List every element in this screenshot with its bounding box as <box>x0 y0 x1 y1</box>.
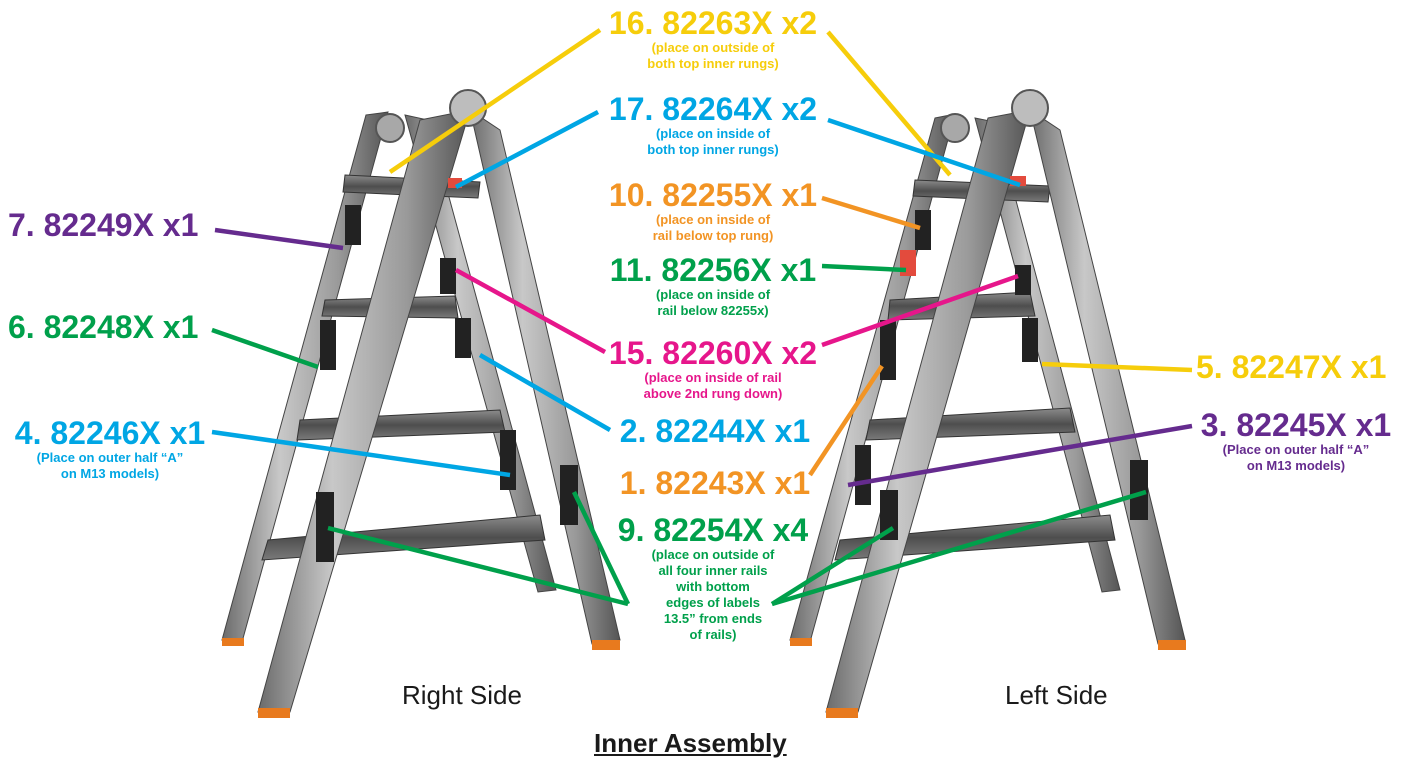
right-side-caption: Right Side <box>402 680 522 710</box>
callout-11: 11. 82256X x1 (place on inside of rail b… <box>590 253 836 319</box>
callout-7: 7. 82249X x1 <box>8 208 208 242</box>
placement-note: on M13 models) <box>60 466 160 481</box>
placement-note: (place on inside of <box>655 287 771 302</box>
part-number: 17. 82264X x2 <box>608 91 818 127</box>
callout-16: 16. 82263X x2 (place on outside of both … <box>590 6 836 72</box>
foot-cap <box>258 708 290 718</box>
leader-9-d <box>771 489 1147 607</box>
foot-cap <box>592 640 620 650</box>
callout-5: 5. 82247X x1 <box>1196 350 1396 384</box>
callout-17: 17. 82264X x2 (place on inside of both t… <box>590 92 836 158</box>
leader-4 <box>211 429 511 478</box>
leader-2 <box>478 353 612 432</box>
callout-15: 15. 82260X x2 (place on inside of rail a… <box>590 336 836 402</box>
placement-note: above 2nd rung down) <box>643 386 783 401</box>
part-number: 4. 82246X x1 <box>14 415 206 451</box>
leader-16-a <box>388 28 602 174</box>
leader-17-a <box>454 110 600 189</box>
callout-2: 2. 82244X x1 <box>605 414 825 448</box>
leader-3 <box>847 423 1193 488</box>
leader-lines <box>211 28 1193 607</box>
leader-7 <box>214 227 344 251</box>
placement-note: all four inner rails <box>658 563 768 578</box>
placement-note: (Place on outer half “A” <box>36 450 184 465</box>
hinge-joint-back <box>940 113 970 143</box>
placement-note: both top inner rungs) <box>647 56 779 71</box>
placement-note: edges of labels <box>666 595 760 610</box>
part-number: 15. 82260X x2 <box>608 335 818 371</box>
hinge-joint <box>1011 89 1049 127</box>
leader-16-b <box>826 30 952 177</box>
foot-cap <box>222 638 244 646</box>
placement-note: (place on inside of rail <box>644 370 782 385</box>
part-number: 5. 82247X x1 <box>1196 349 1387 385</box>
callout-10: 10. 82255X x1 (place on inside of rail b… <box>590 178 836 244</box>
part-number: 11. 82256X x1 <box>609 252 817 288</box>
placement-note: on M13 models) <box>1246 458 1346 473</box>
placement-note: rail below top rung) <box>652 228 774 243</box>
foot-cap <box>1158 640 1186 650</box>
leader-5 <box>1041 361 1193 373</box>
leader-11 <box>821 263 907 273</box>
placement-note: 13.5” from ends <box>663 611 763 626</box>
leader-6 <box>211 327 319 370</box>
hinge-joint-back <box>375 113 405 143</box>
placement-note: (place on inside of <box>655 126 771 141</box>
placement-note: (place on inside of <box>655 212 771 227</box>
placement-note: rail below 82255x) <box>657 303 769 318</box>
leader-15-b <box>821 273 1019 348</box>
callout-1: 1. 82243X x1 <box>605 466 825 500</box>
back-right-rail <box>404 114 557 593</box>
part-number: 1. 82243X x1 <box>619 465 811 501</box>
foot-cap <box>790 638 812 646</box>
leader-17-b <box>827 117 1021 188</box>
callout-4: 4. 82246X x1 (Place on outer half “A” on… <box>0 416 220 482</box>
placement-note: with bottom <box>676 579 750 594</box>
leader-1 <box>808 364 884 477</box>
leader-9-a <box>327 525 629 607</box>
placement-note: (place on outside of <box>651 40 775 55</box>
part-number: 10. 82255X x1 <box>608 177 818 213</box>
leader-15-a <box>454 268 607 354</box>
part-number: 9. 82254X x4 <box>617 512 809 548</box>
part-number: 2. 82244X x1 <box>619 413 811 449</box>
leader-10 <box>821 195 921 231</box>
left-side-caption: Left Side <box>1005 680 1108 710</box>
right-side-ladder <box>221 89 621 718</box>
diagram-title: Inner Assembly <box>594 728 787 758</box>
placement-note: (place on outside of <box>651 547 775 562</box>
callout-6: 6. 82248X x1 <box>8 310 208 344</box>
part-number: 3. 82245X x1 <box>1200 407 1392 443</box>
placement-note: (Place on outer half “A” <box>1222 442 1370 457</box>
foot-cap <box>826 708 858 718</box>
part-number: 6. 82248X x1 <box>8 309 199 345</box>
left-side-ladder <box>789 89 1186 718</box>
callout-9: 9. 82254X x4 (place on outside of all fo… <box>590 513 836 643</box>
leader-9-c <box>770 526 895 606</box>
part-number: 16. 82263X x2 <box>608 5 818 41</box>
leader-9-b <box>571 491 631 605</box>
callout-3: 3. 82245X x1 (Place on outer half “A” on… <box>1190 408 1402 474</box>
placement-note: of rails) <box>689 627 737 642</box>
placement-note: both top inner rungs) <box>647 142 779 157</box>
part-number: 7. 82249X x1 <box>8 207 199 243</box>
